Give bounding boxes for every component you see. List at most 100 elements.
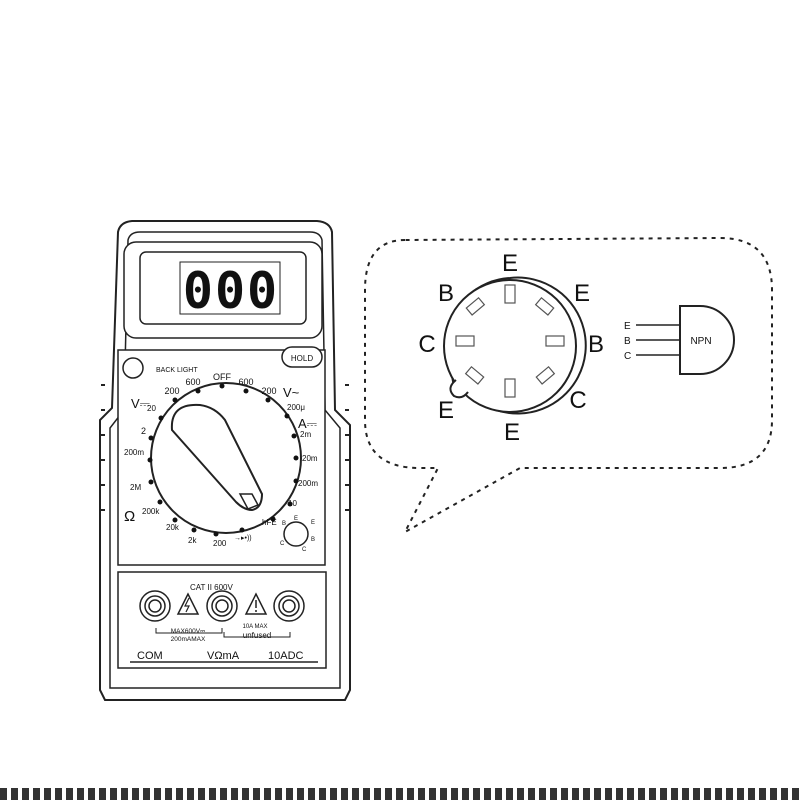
hfe-pin-b1: B bbox=[282, 521, 286, 527]
label-dcv-200: 200 bbox=[164, 386, 179, 396]
label-dca-symbol: A⎓ bbox=[298, 416, 317, 431]
warning-icon-left bbox=[176, 592, 200, 615]
fuse-note-line1: 10A MAX bbox=[242, 624, 267, 630]
dot-ohm-200k bbox=[157, 499, 163, 505]
max-bracket bbox=[155, 628, 223, 634]
npn-transistor-symbol: E B C NPN bbox=[624, 305, 735, 375]
lcd-digit-area bbox=[179, 261, 281, 315]
socket-label-lower-right: C bbox=[569, 387, 586, 414]
transistor-body bbox=[679, 305, 735, 375]
max-note-line1: MAX600V⎓ bbox=[171, 628, 205, 635]
terminal-label-vohm-ma: VΩmA bbox=[207, 650, 240, 662]
hfe-pin-e2: E bbox=[311, 520, 315, 526]
label-dca-200u: 200μ bbox=[287, 403, 305, 412]
hfe-socket[interactable] bbox=[283, 521, 309, 547]
label-acv-symbol: V~ bbox=[283, 385, 300, 400]
fuse-bracket bbox=[223, 632, 291, 638]
dial-range-markers bbox=[147, 383, 299, 537]
label-ohm-2k: 2k bbox=[188, 536, 197, 545]
label-dcv-2: 2 bbox=[141, 426, 146, 436]
com-jack[interactable] bbox=[139, 590, 171, 622]
ten-a-jack[interactable] bbox=[273, 590, 305, 622]
hold-label: HOLD bbox=[291, 354, 313, 363]
dot-dcv-600 bbox=[195, 388, 201, 394]
socket-notch bbox=[449, 379, 469, 399]
terminal-label-10adc: 10ADC bbox=[268, 650, 304, 662]
lead-label-e: E bbox=[624, 321, 631, 332]
backlight-button[interactable] bbox=[122, 357, 144, 379]
dot-dca-20m bbox=[293, 455, 299, 461]
dot-dca-200u bbox=[284, 413, 290, 419]
terminal-label-com: COM bbox=[137, 650, 163, 662]
dot-ohm-2k bbox=[191, 527, 197, 533]
dot-ohm-2M bbox=[148, 479, 154, 485]
slot-upper-right bbox=[534, 296, 555, 316]
hfe-pin-b2: B bbox=[311, 537, 315, 543]
hfe-pin-e1: E bbox=[294, 516, 298, 522]
dial-knob[interactable] bbox=[170, 403, 264, 512]
transistor-socket: E B E C B E C E bbox=[418, 250, 604, 446]
vohm-ma-jack[interactable] bbox=[206, 590, 238, 622]
socket-label-top: E bbox=[502, 250, 518, 277]
right-grip bbox=[345, 384, 349, 511]
lead-label-c: C bbox=[624, 351, 631, 362]
label-diode: →▸•)) bbox=[234, 535, 252, 542]
label-dcv-symbol: V⎓ bbox=[131, 396, 150, 411]
category-rating: CAT II 600V bbox=[190, 583, 234, 592]
socket-label-right: B bbox=[588, 331, 604, 358]
label-dcv-20: 20 bbox=[147, 404, 156, 413]
hold-button[interactable] bbox=[281, 346, 323, 368]
dot-dcv-20 bbox=[158, 415, 164, 421]
label-dca-20m: 20m bbox=[302, 454, 318, 463]
label-dcv-600: 600 bbox=[185, 377, 200, 387]
slot-upper-left bbox=[465, 296, 486, 316]
label-hfe: hFE bbox=[262, 518, 277, 527]
transistor-type-label: NPN bbox=[690, 336, 711, 347]
slot-left bbox=[455, 335, 475, 347]
dot-dcv-200 bbox=[172, 397, 178, 403]
backlight-label: BACK LIGHT bbox=[156, 367, 198, 374]
label-ohm-20k: 20k bbox=[166, 523, 180, 532]
hfe-pin-c2: C bbox=[302, 547, 307, 553]
dot-dcv-2 bbox=[148, 435, 154, 441]
slot-lower-left bbox=[464, 365, 485, 385]
socket-label-upper-right: E bbox=[574, 280, 590, 307]
label-off: OFF bbox=[213, 372, 231, 382]
dot-dca-2m bbox=[291, 433, 297, 439]
label-dca-200m: 200m bbox=[298, 479, 318, 488]
fuse-note-line2: unfused bbox=[243, 631, 271, 640]
label-ohm-200k: 200k bbox=[142, 507, 160, 516]
label-ohm-symbol: Ω bbox=[124, 508, 135, 525]
dot-ohm-20k bbox=[172, 517, 178, 523]
dial-knob-pointer bbox=[238, 493, 260, 510]
label-acv-200: 200 bbox=[261, 386, 276, 396]
socket-label-upper-left: B bbox=[438, 280, 454, 307]
label-dcv-200m: 200m bbox=[124, 448, 144, 457]
callout-bubble bbox=[364, 236, 773, 535]
left-grip bbox=[101, 384, 105, 511]
dot-off bbox=[219, 383, 225, 389]
label-dca-10: 10 bbox=[288, 499, 297, 508]
dot-diode bbox=[239, 527, 245, 533]
lead-label-b: B bbox=[624, 336, 631, 347]
socket-label-left: C bbox=[418, 331, 435, 358]
label-ohm-2M: 2M bbox=[130, 483, 141, 492]
multimeter: 000 BACK LIGHT HOLD bbox=[99, 220, 351, 701]
dot-dca-10 bbox=[287, 501, 293, 507]
max-note-line2: 200mAMAX bbox=[171, 636, 206, 643]
slot-bottom bbox=[504, 378, 516, 398]
socket-label-bottom: E bbox=[504, 419, 520, 446]
socket-label-lower-left: E bbox=[438, 397, 454, 424]
dot-acv-200 bbox=[265, 397, 271, 403]
dot-ohm-200 bbox=[213, 531, 219, 537]
warning-icon-right bbox=[244, 592, 268, 615]
dot-acv-600 bbox=[243, 388, 249, 394]
bottom-dashed-border bbox=[0, 788, 800, 800]
lcd-readout: 000 bbox=[183, 262, 279, 320]
label-dca-2m: 2m bbox=[300, 430, 311, 439]
dot-dcv-200m bbox=[147, 457, 153, 463]
hfe-pin-c1: C bbox=[280, 541, 285, 547]
label-acv-600: 600 bbox=[238, 377, 253, 387]
label-ohm-200: 200 bbox=[213, 539, 227, 548]
